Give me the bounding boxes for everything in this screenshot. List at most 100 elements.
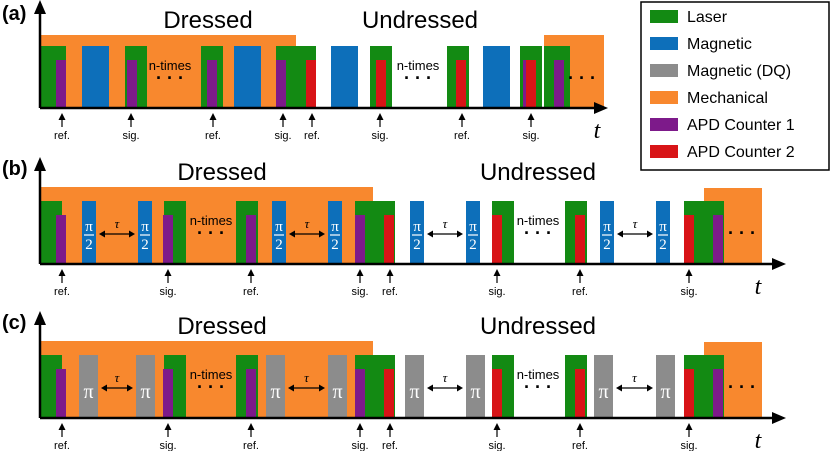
a-panel-label: (a) bbox=[2, 3, 26, 25]
b-tau-label: τ bbox=[443, 216, 449, 231]
b-tau-arrow-head-left bbox=[99, 230, 105, 238]
a-ellipsis-tail: · · · bbox=[568, 68, 596, 88]
c-ref-marker-label: ref. bbox=[572, 440, 588, 451]
c-ellipsis-2: · · · bbox=[524, 377, 552, 397]
c-magnetic-pulse bbox=[79, 355, 98, 418]
c-magnetic-pulse bbox=[656, 355, 675, 418]
c-marker-arrow-head bbox=[356, 423, 364, 430]
a-marker-arrow-head bbox=[376, 113, 384, 120]
b-magnetic-pulse bbox=[656, 201, 670, 264]
legend-swatch-mechanical bbox=[650, 91, 678, 104]
a-ref-marker-label: ref. bbox=[304, 130, 320, 142]
c-sig-marker-label: sig. bbox=[351, 440, 368, 451]
b-pi-half-denominator: 2 bbox=[469, 237, 477, 253]
c-apd2-window bbox=[575, 369, 585, 418]
b-tau-arrow-head-left bbox=[617, 230, 623, 238]
b-undressed-label: Undressed bbox=[480, 159, 596, 186]
b-apd2-window bbox=[684, 215, 694, 264]
c-magnetic-pulse bbox=[266, 355, 285, 418]
c-ntimes-label-2: n-times bbox=[517, 367, 560, 382]
c-pi-label: π bbox=[470, 381, 480, 403]
b-apd1-window bbox=[163, 215, 173, 264]
a-sig-marker-label: sig. bbox=[122, 130, 139, 142]
a-marker-arrow-head bbox=[279, 113, 287, 120]
b-ref-marker-label: ref. bbox=[382, 286, 398, 298]
b-pi-half-denominator: 2 bbox=[85, 237, 93, 253]
a-marker-arrow-head bbox=[58, 113, 66, 120]
c-magnetic-pulse bbox=[136, 355, 155, 418]
a-apd2-window bbox=[306, 60, 316, 108]
b-ref-marker-label: ref. bbox=[572, 286, 588, 298]
legend-box bbox=[640, 1, 830, 171]
b-pi-half-denominator: 2 bbox=[603, 237, 611, 253]
b-marker-arrow-head bbox=[685, 269, 693, 276]
b-pi-half-numerator: π bbox=[141, 219, 149, 235]
b-magnetic-pulse bbox=[466, 201, 480, 264]
c-y-arrowhead bbox=[34, 311, 46, 325]
b-y-arrowhead bbox=[34, 157, 46, 171]
b-pi-half-numerator: π bbox=[413, 219, 421, 235]
a-x-arrowhead bbox=[594, 102, 608, 114]
c-apd2-window bbox=[492, 369, 502, 418]
legend-swatch-magnetic bbox=[650, 37, 678, 50]
b-apd1-window bbox=[56, 215, 66, 264]
b-marker-arrow-head bbox=[164, 269, 172, 276]
b-sig-marker-label: sig. bbox=[488, 286, 505, 298]
c-ref-marker-label: ref. bbox=[54, 440, 70, 451]
b-tau-arrow-head-left bbox=[427, 230, 433, 238]
b-apd1-window bbox=[246, 215, 256, 264]
c-tau-label: τ bbox=[443, 370, 449, 385]
a-apd2-window bbox=[376, 60, 386, 108]
legend-label-apd2: APD Counter 2 bbox=[687, 144, 795, 161]
c-sig-marker-label: sig. bbox=[159, 440, 176, 451]
b-ntimes-label-1: n-times bbox=[190, 213, 233, 228]
b-marker-arrow-head bbox=[493, 269, 501, 276]
c-ellipsis-tail: · · · bbox=[728, 377, 756, 397]
a-magnetic-pulse bbox=[234, 46, 261, 108]
b-tau-label: τ bbox=[633, 216, 639, 231]
c-pi-label: π bbox=[409, 381, 419, 403]
c-apd1-window bbox=[163, 369, 173, 418]
a-time-axis-label: t bbox=[594, 118, 602, 144]
b-apd2-window bbox=[384, 215, 394, 264]
b-ntimes-label-2: n-times bbox=[517, 213, 560, 228]
b-dressed-label: Dressed bbox=[177, 159, 266, 186]
b-pi-half-numerator: π bbox=[469, 219, 477, 235]
c-ntimes-label-1: n-times bbox=[190, 367, 233, 382]
b-marker-arrow-head bbox=[576, 269, 584, 276]
c-ellipsis-1: · · · bbox=[197, 377, 225, 397]
c-marker-arrow-head bbox=[386, 423, 394, 430]
c-magnetic-pulse bbox=[594, 355, 613, 418]
c-x-arrowhead bbox=[772, 412, 786, 424]
legend-swatch-apd1 bbox=[650, 118, 678, 131]
c-magnetic-pulse bbox=[466, 355, 485, 418]
b-tau-label: τ bbox=[115, 216, 121, 231]
c-pi-label: π bbox=[270, 381, 280, 403]
b-pi-half-numerator: π bbox=[331, 219, 339, 235]
b-pi-half-denominator: 2 bbox=[141, 237, 149, 253]
c-pi-label: π bbox=[660, 381, 670, 403]
a-ellipsis-1: · · · bbox=[156, 68, 184, 88]
a-apd1-window bbox=[127, 60, 137, 108]
c-tau-arrow-head-left bbox=[427, 384, 433, 392]
a-dressed-label: Dressed bbox=[163, 7, 252, 34]
c-apd2-window bbox=[684, 369, 694, 418]
legend-swatch-magnetic_dq bbox=[650, 64, 678, 77]
a-marker-arrow-head bbox=[127, 113, 135, 120]
c-tau-arrow-head-right bbox=[457, 384, 463, 392]
b-marker-arrow-head bbox=[247, 269, 255, 276]
b-pi-half-denominator: 2 bbox=[659, 237, 667, 253]
a-marker-arrow-head bbox=[209, 113, 217, 120]
c-sig-marker-label: sig. bbox=[680, 440, 697, 451]
c-apd1-window bbox=[56, 369, 66, 418]
b-pi-half-numerator: π bbox=[275, 219, 283, 235]
b-magnetic-pulse bbox=[328, 201, 342, 264]
a-ntimes-label-2: n-times bbox=[397, 58, 440, 73]
b-tau-arrow-head-right bbox=[457, 230, 463, 238]
c-magnetic-pulse bbox=[328, 355, 347, 418]
b-magnetic-pulse bbox=[138, 201, 152, 264]
c-undressed-label: Undressed bbox=[480, 313, 596, 340]
c-tau-arrow-head-right bbox=[127, 384, 133, 392]
b-tau-arrow-head-right bbox=[319, 230, 325, 238]
